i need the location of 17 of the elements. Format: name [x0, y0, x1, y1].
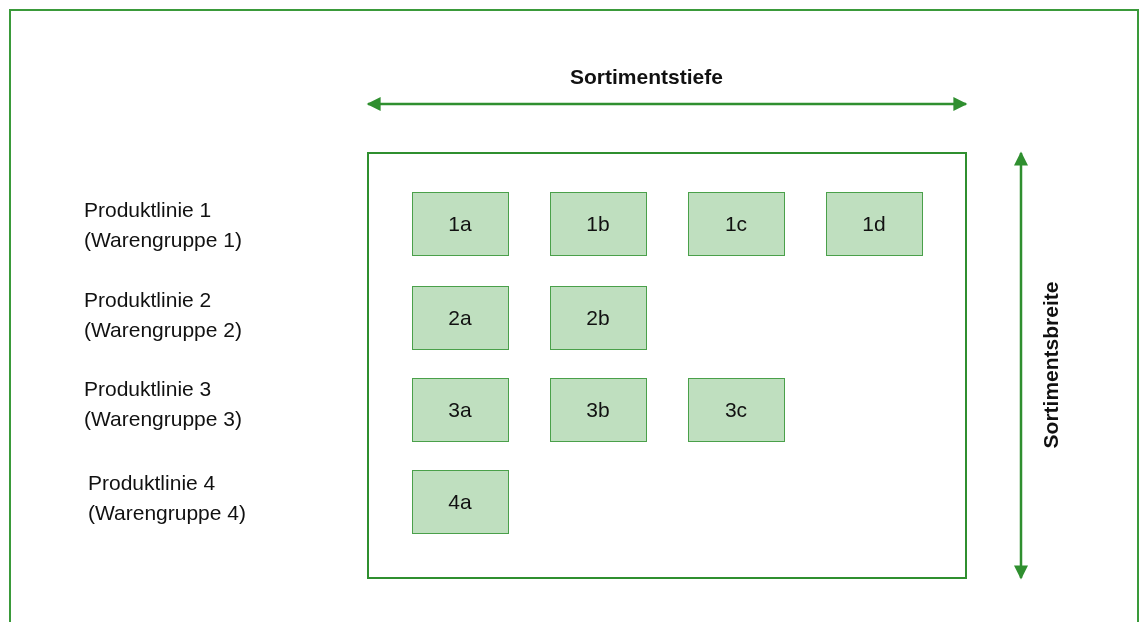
product-box: 4a [411, 469, 509, 534]
product-box: 1b [549, 191, 647, 256]
product-box: 3a [411, 377, 509, 442]
product-box: 3c [687, 377, 785, 442]
product-line-label: Produktlinie 1 (Warengruppe 1) [84, 197, 243, 253]
product-box: 1a [411, 191, 509, 256]
product-box: 1c [687, 191, 785, 256]
axis-label: Sortimentstiefe [570, 64, 723, 90]
product-box: 3b [549, 377, 647, 442]
assortment-box [367, 152, 967, 579]
product-box: 1d [825, 191, 923, 256]
product-line-label: Produktlinie 3 (Warengruppe 3) [84, 376, 243, 432]
product-line-label: Produktlinie 2 (Warengruppe 2) [84, 287, 243, 343]
product-box: 2a [411, 285, 509, 350]
product-box: 2b [549, 285, 647, 350]
axis-label: Sortimentsbreite [1038, 281, 1063, 449]
product-line-label: Produktlinie 4 (Warengruppe 4) [88, 470, 247, 526]
